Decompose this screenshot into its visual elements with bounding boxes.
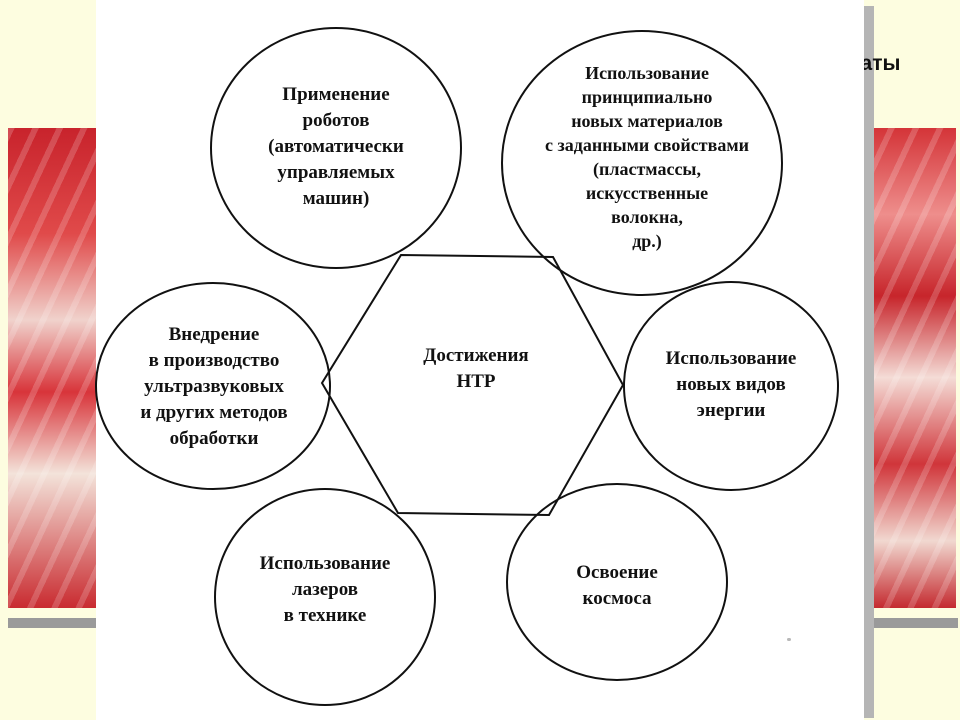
center-label: Достижения НТР xyxy=(396,343,556,395)
node-label-line: Внедрение xyxy=(168,324,260,345)
center-label-line: НТР xyxy=(456,371,496,392)
node-label-line: (пластмассы, xyxy=(593,159,701,179)
node-label-line: искусственные xyxy=(585,183,709,203)
node-label-line: Освоение xyxy=(576,562,658,583)
node-circle-space xyxy=(506,483,728,681)
node-label-space: Освоение космоса xyxy=(537,560,697,612)
node-circle-materials xyxy=(501,30,783,296)
node-label-line: волокна, xyxy=(611,207,683,227)
diagram-paper xyxy=(96,0,864,720)
node-label-line: энергии xyxy=(696,400,766,421)
node-circle-robots xyxy=(210,27,462,269)
node-label-line: Использование xyxy=(585,63,709,83)
center-hexagon xyxy=(320,253,625,517)
node-label-line: принципиально xyxy=(581,87,713,107)
node-label-line: роботов xyxy=(302,110,370,131)
frame-right xyxy=(864,6,874,718)
poster-image-right xyxy=(864,128,956,608)
node-label-line: лазеров xyxy=(291,579,359,600)
node-label-line: управляемых xyxy=(277,162,395,183)
node-label-line: ультразвуковых xyxy=(144,376,284,397)
node-label-line: машин) xyxy=(302,188,370,209)
node-label-line: обработки xyxy=(169,428,259,449)
node-label-line: Использование xyxy=(665,348,797,369)
poster-image-left xyxy=(8,128,104,608)
node-label-line: космоса xyxy=(582,588,652,609)
node-label-robots: Применение роботов (автоматически управл… xyxy=(246,82,426,212)
node-label-materials: Использование принципиально новых матери… xyxy=(542,61,752,253)
node-circle-lasers xyxy=(214,488,436,706)
node-circle-ultrasound xyxy=(95,282,331,490)
node-label-ultrasound: Внедрение в производство ультразвуковых … xyxy=(116,322,312,452)
node-label-lasers: Использование лазеров в технике xyxy=(240,551,410,629)
scan-speck xyxy=(787,638,791,641)
node-label-line: новых материалов xyxy=(571,111,723,131)
node-label-line: с заданными свойствами xyxy=(545,135,749,155)
node-label-line: Использование xyxy=(259,553,391,574)
node-label-energy: Использование новых видов энергии xyxy=(641,346,821,424)
node-label-line: новых видов xyxy=(676,374,786,395)
node-label-line: в технике xyxy=(283,605,367,626)
node-label-line: в производство xyxy=(148,350,280,371)
node-label-line: (автоматически xyxy=(268,136,404,157)
node-label-line: и других методов xyxy=(140,402,288,423)
center-label-line: Достижения xyxy=(423,345,529,366)
node-label-line: Применение xyxy=(282,84,390,105)
node-circle-energy xyxy=(623,281,839,491)
node-label-line: др.) xyxy=(632,231,662,251)
